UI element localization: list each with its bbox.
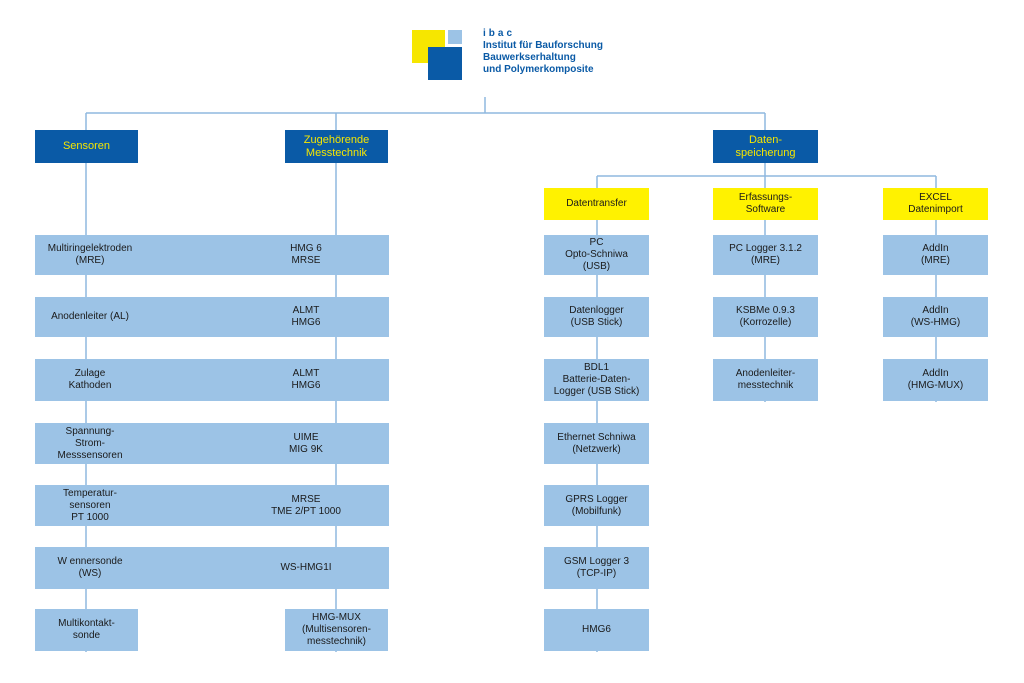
institute-line-1: Institut für Bauforschung [483, 40, 603, 51]
datentransfer-item: GSM Logger 3 (TCP-IP) [544, 547, 649, 589]
sensor-label: Anodenleiter (AL) [51, 311, 129, 322]
tech-label: HMG 6 MRSE [290, 243, 322, 266]
erfassung-item: Anodenleiter- messtechnik [713, 359, 818, 401]
subheader-excel: EXCEL Datenimport [883, 188, 988, 220]
tech-label: ALMT HMG6 [291, 305, 321, 328]
logo-dark-square [428, 47, 462, 80]
excel-item: AddIn (HMG-MUX) [883, 359, 988, 401]
institute-line-3: und Polymerkomposite [483, 64, 594, 75]
header-datenspeicherung: Daten- speicherung [713, 130, 818, 163]
sensor-label: W ennersonde (WS) [57, 556, 123, 579]
tech-label: ALMT HMG6 [291, 368, 321, 391]
sensor-label: Zulage Kathoden [68, 368, 112, 391]
header-messtechnik: Zugehörende Messtechnik [285, 130, 388, 163]
datentransfer-item: Datenlogger (USB Stick) [544, 297, 649, 337]
erfassung-item: KSBMe 0.9.3 (Korrozelle) [713, 297, 818, 337]
sensor-label: Temperatur- sensoren PT 1000 [63, 487, 117, 523]
sensor-row: Anodenleiter (AL) ALMT HMG6 [35, 297, 389, 337]
institute-line-2: Bauwerkserhaltung [483, 52, 576, 63]
ibac-logo [412, 30, 462, 80]
header-sensoren: Sensoren [35, 130, 138, 163]
tech-box: HMG-MUX (Multisensoren- messtechnik) [285, 609, 388, 651]
tech-label: MRSE TME 2/PT 1000 [271, 493, 341, 517]
tech-label: WS-HMG1I [280, 562, 332, 573]
subheader-datentransfer: Datentransfer [544, 188, 649, 220]
tech-label: HMG-MUX (Multisensoren- messtechnik) [302, 612, 371, 647]
erfassung-item: PC Logger 3.1.2 (MRE) [713, 235, 818, 275]
sensor-box: Multikontakt- sonde [35, 609, 138, 651]
sensor-row: Zulage Kathoden ALMT HMG6 [35, 359, 389, 401]
sensor-row: Temperatur- sensoren PT 1000 MRSE TME 2/… [35, 485, 389, 526]
sensor-label: Multiringelektroden (MRE) [47, 243, 133, 266]
datentransfer-item: GPRS Logger (Mobilfunk) [544, 485, 649, 526]
excel-item: AddIn (WS-HMG) [883, 297, 988, 337]
sensor-row: W ennersonde (WS) WS-HMG1I [35, 547, 389, 589]
excel-item: AddIn (MRE) [883, 235, 988, 275]
tech-label: UIME MIG 9K [289, 431, 323, 455]
sensor-row: Multiringelektroden (MRE) HMG 6 MRSE [35, 235, 389, 275]
subheader-erfassung: Erfassungs- Software [713, 188, 818, 220]
institute-name: ibac Institut für Bauforschung Bauwerkse… [483, 28, 603, 76]
sensor-label: Multikontakt- sonde [58, 618, 115, 641]
datentransfer-item: BDL1 Batterie-Daten- Logger (USB Stick) [544, 359, 649, 401]
datentransfer-item: Ethernet Schniwa (Netzwerk) [544, 423, 649, 464]
sensor-label: Spannung- Strom- Messsensoren [57, 425, 123, 461]
datentransfer-item: PC Opto-Schniwa (USB) [544, 235, 649, 275]
logo-light-square [448, 30, 462, 44]
sensor-row: Spannung- Strom- Messsensoren UIME MIG 9… [35, 423, 389, 464]
institute-abbr: ibac [483, 28, 516, 39]
datentransfer-item: HMG6 [544, 609, 649, 651]
